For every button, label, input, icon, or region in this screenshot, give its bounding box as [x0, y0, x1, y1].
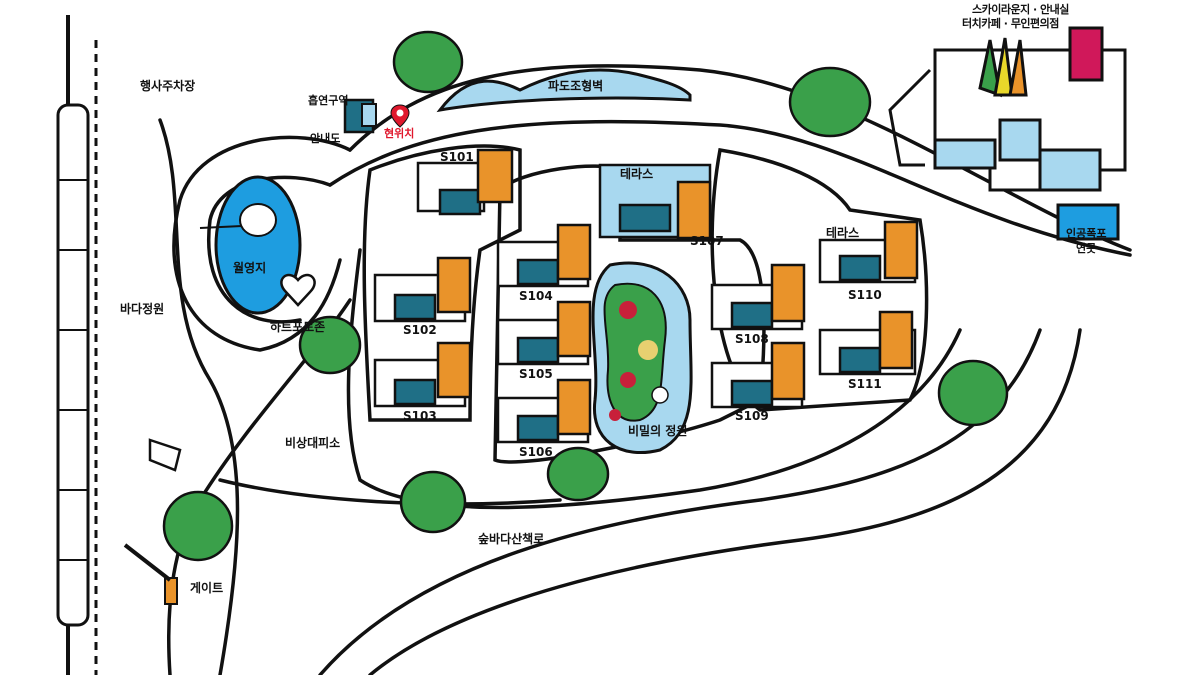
tree-icon	[392, 30, 464, 94]
label-heart-photo-zone: 하트포토존	[270, 320, 326, 334]
secret-garden	[591, 261, 693, 455]
tree-icon	[546, 446, 610, 502]
villa-s103	[373, 341, 472, 408]
unit-label-s103: S103	[403, 409, 437, 423]
label-gate: 게이트	[190, 581, 224, 595]
wave-wall	[436, 68, 692, 113]
unit-label-s106: S106	[519, 445, 553, 459]
label-touch-cafe: 터치카페 · 무인편의점	[962, 17, 1059, 30]
tree-icon	[298, 315, 362, 375]
label-emergency-shelter: 비상대피소	[285, 436, 341, 450]
unit-label-s105: S105	[519, 367, 553, 381]
railway-track	[56, 15, 98, 675]
label-terrace-2: 테라스	[826, 226, 860, 240]
label-pond: 연못	[1076, 242, 1097, 255]
unit-label-s110: S110	[848, 288, 882, 302]
villa-s101	[416, 148, 514, 216]
villa-s107	[598, 163, 712, 240]
unit-label-s109: S109	[735, 409, 769, 423]
label-moon-pond: 월영지	[233, 261, 267, 275]
villa-s109	[710, 341, 806, 409]
label-wave-wall: 파도조형벽	[548, 79, 604, 93]
tree-icon	[937, 359, 1009, 427]
unit-label-s102: S102	[403, 323, 437, 337]
villa-s105	[496, 300, 592, 366]
unit-label-s107: S107	[690, 234, 724, 248]
tree-icon	[162, 490, 234, 562]
label-terrace-1: 테라스	[620, 167, 654, 181]
label-smoking-area: 흡연구역	[308, 94, 349, 107]
label-artificial-waterfall: 인공폭포	[1066, 227, 1107, 240]
villa-s104	[496, 223, 592, 288]
villa-s108	[710, 263, 806, 331]
gate-barrier	[123, 543, 178, 605]
label-current-location: 현위치	[384, 127, 415, 140]
villa-s110	[818, 220, 919, 284]
unit-label-s104: S104	[519, 289, 553, 303]
current-location-icon	[390, 104, 410, 128]
tree-icon	[788, 66, 872, 138]
unit-label-s101: S101	[440, 150, 474, 164]
unit-label-s108: S108	[735, 332, 769, 346]
label-sea-garden: 바다정원	[120, 302, 165, 316]
label-info-board: 안내도	[310, 132, 341, 145]
info-board-icon	[343, 98, 377, 134]
label-sky-lounge: 스카이라운지 · 안내실	[972, 3, 1069, 16]
villa-s102	[373, 256, 472, 323]
villa-s111	[818, 310, 917, 376]
moon-pond	[199, 175, 302, 315]
tree-icon	[399, 470, 467, 534]
label-event-parking: 행사주차장	[140, 79, 196, 93]
label-secret-garden: 비밀의 정원	[628, 424, 688, 438]
villas	[373, 148, 919, 444]
main-building	[888, 26, 1127, 241]
villa-s106	[496, 378, 592, 444]
unit-label-s111: S111	[848, 377, 882, 391]
label-forest-sea-trail: 숲바다산책로	[478, 532, 545, 546]
heart-icon	[280, 273, 316, 307]
